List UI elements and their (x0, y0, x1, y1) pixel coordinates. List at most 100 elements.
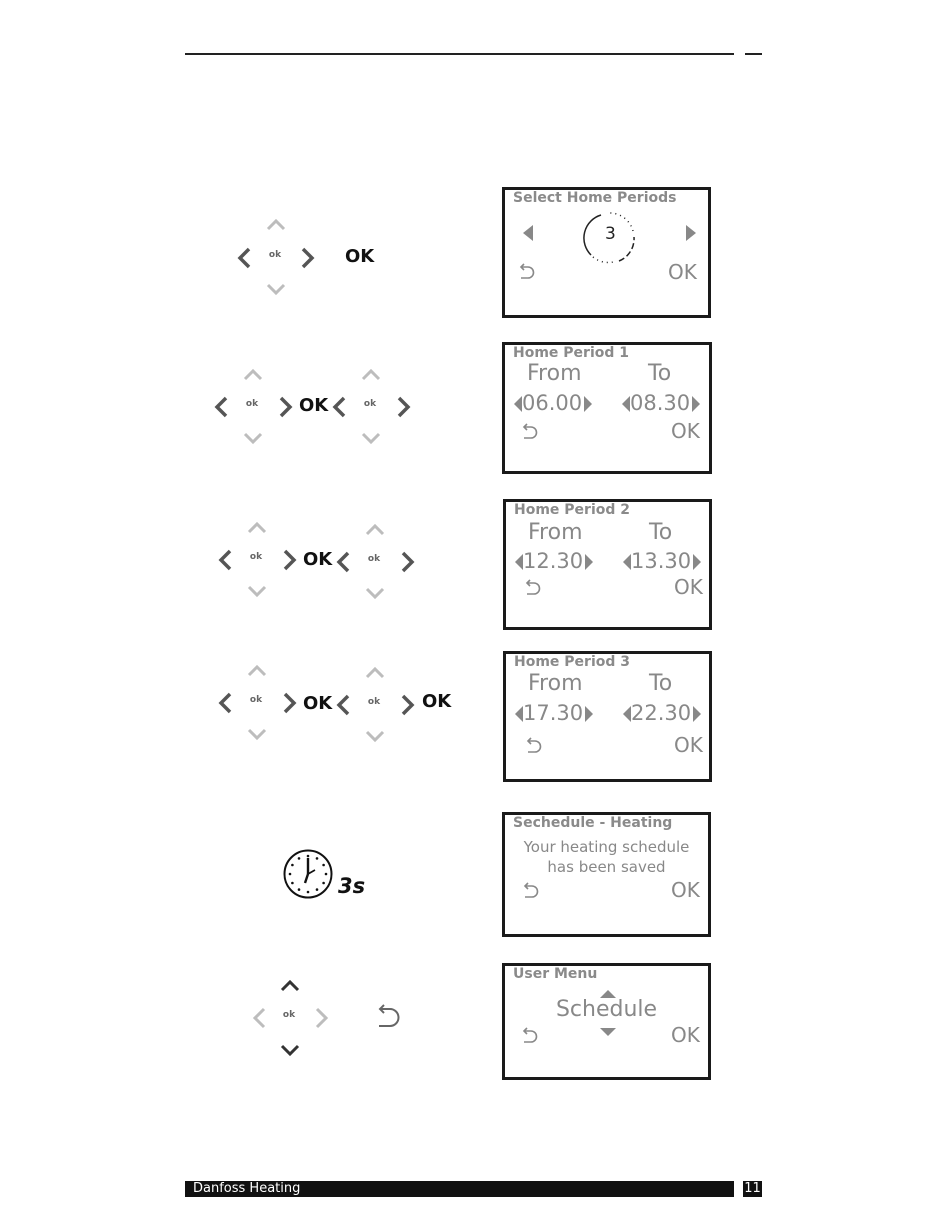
display-screen: User Menu Schedule OK (502, 963, 711, 1080)
to-label: To (649, 671, 673, 696)
chevron-up-icon (361, 368, 381, 381)
chevron-right-icon (283, 692, 297, 714)
screen-title: Home Period 3 (514, 654, 631, 670)
ok-key-label: ok (367, 554, 381, 564)
screen-ok-label: OK (671, 419, 700, 443)
chevron-up-icon (266, 218, 286, 231)
display-screen: Home Period 1 From To 06.00 08.30 OK (502, 342, 712, 474)
chevron-up-icon (365, 666, 385, 679)
screen-ok-label: OK (674, 733, 703, 757)
from-label: From (527, 361, 582, 386)
arrow-right-icon (686, 225, 696, 241)
ok-key-label: ok (249, 695, 263, 705)
chevron-right-icon (301, 247, 315, 269)
to-time: 22.30 (631, 701, 692, 725)
chevron-down-icon (280, 1044, 300, 1057)
chevron-down-icon (365, 587, 385, 600)
screen-ok-label: OK (674, 575, 703, 599)
screen-title: User Menu (513, 966, 598, 982)
chevron-down-icon (266, 283, 286, 296)
period-count: 3 (605, 224, 616, 244)
back-icon (522, 423, 538, 439)
screen-ok-label: OK (671, 878, 700, 902)
arrow-right-icon (693, 706, 701, 722)
chevron-right-icon (397, 396, 411, 418)
to-time: 08.30 (630, 391, 691, 415)
ok-key-label: ok (245, 399, 259, 409)
nav-pad-to: ok (330, 365, 411, 450)
display-screen: Home Period 2 From To 12.30 13.30 OK (503, 499, 712, 630)
chevron-down-icon (365, 730, 385, 743)
from-time: 06.00 (522, 391, 583, 415)
page-number: 11 (744, 1181, 761, 1196)
arrow-up-icon (600, 990, 616, 998)
ok-key-label: ok (367, 697, 381, 707)
ok-key-label: ok (282, 1010, 296, 1020)
message-line-2: has been saved (547, 858, 666, 876)
screen-title: Sechedule - Heating (513, 815, 673, 831)
chevron-right-icon (401, 694, 415, 716)
ok-key-label: ok (249, 552, 263, 562)
nav-pad: ok (235, 215, 315, 300)
arrow-right-icon (693, 554, 701, 570)
chevron-left-icon (252, 1007, 266, 1029)
chevron-up-icon (243, 368, 263, 381)
screen-ok-label: OK (668, 260, 697, 284)
arrow-left-icon (515, 706, 523, 722)
back-icon (519, 263, 535, 279)
back-icon (523, 882, 539, 898)
to-label: To (649, 520, 673, 545)
arrow-left-icon (515, 554, 523, 570)
from-time: 12.30 (523, 549, 584, 573)
wait-duration: 3s (338, 874, 366, 898)
arrow-left-icon (623, 554, 631, 570)
chevron-left-icon (218, 692, 232, 714)
chevron-right-icon (283, 549, 297, 571)
footer-brand: Danfoss Heating (193, 1181, 301, 1196)
menu-item: Schedule (555, 997, 658, 1022)
chevron-left-icon (218, 549, 232, 571)
header-rule-short (745, 53, 762, 55)
header-rule (185, 53, 734, 55)
from-label: From (528, 671, 583, 696)
screen-title: Select Home Periods (513, 190, 677, 206)
press-ok-label: OK (299, 395, 329, 416)
to-time: 13.30 (631, 549, 692, 573)
message-line-1: Your heating schedule (523, 838, 690, 856)
clock-icon (283, 849, 333, 899)
nav-pad-from: ok (212, 365, 293, 450)
nav-pad-from: ok (216, 661, 297, 746)
chevron-up-icon (247, 664, 267, 677)
arrow-left-icon (514, 396, 522, 412)
press-ok-label: OK (345, 246, 375, 267)
arrow-right-icon (585, 554, 593, 570)
chevron-down-icon (247, 728, 267, 741)
display-screen: Select Home Periods 3 OK (502, 187, 711, 318)
arrow-left-icon (523, 225, 533, 241)
nav-pad-from: ok (216, 518, 297, 603)
press-ok-label: OK (303, 549, 333, 570)
ok-key-label: ok (363, 399, 377, 409)
back-key-icon (378, 1004, 400, 1027)
chevron-right-icon (401, 551, 415, 573)
chevron-up-icon (280, 979, 300, 992)
ok-key-label: ok (268, 250, 282, 260)
arrow-left-icon (623, 706, 631, 722)
chevron-left-icon (237, 247, 251, 269)
screen-title: Home Period 2 (514, 502, 631, 518)
chevron-left-icon (214, 396, 228, 418)
screen-title: Home Period 1 (513, 345, 630, 361)
back-icon (522, 1027, 538, 1043)
arrow-right-icon (692, 396, 700, 412)
arrow-right-icon (585, 706, 593, 722)
arrow-right-icon (584, 396, 592, 412)
screen-ok-label: OK (671, 1023, 700, 1047)
display-screen: Sechedule - Heating Your heating schedul… (502, 812, 711, 937)
from-label: From (528, 520, 583, 545)
chevron-left-icon (336, 551, 350, 573)
from-time: 17.30 (523, 701, 584, 725)
to-label: To (648, 361, 672, 386)
chevron-down-icon (247, 585, 267, 598)
nav-pad-to: ok (334, 520, 415, 605)
nav-pad: ok (250, 976, 330, 1061)
